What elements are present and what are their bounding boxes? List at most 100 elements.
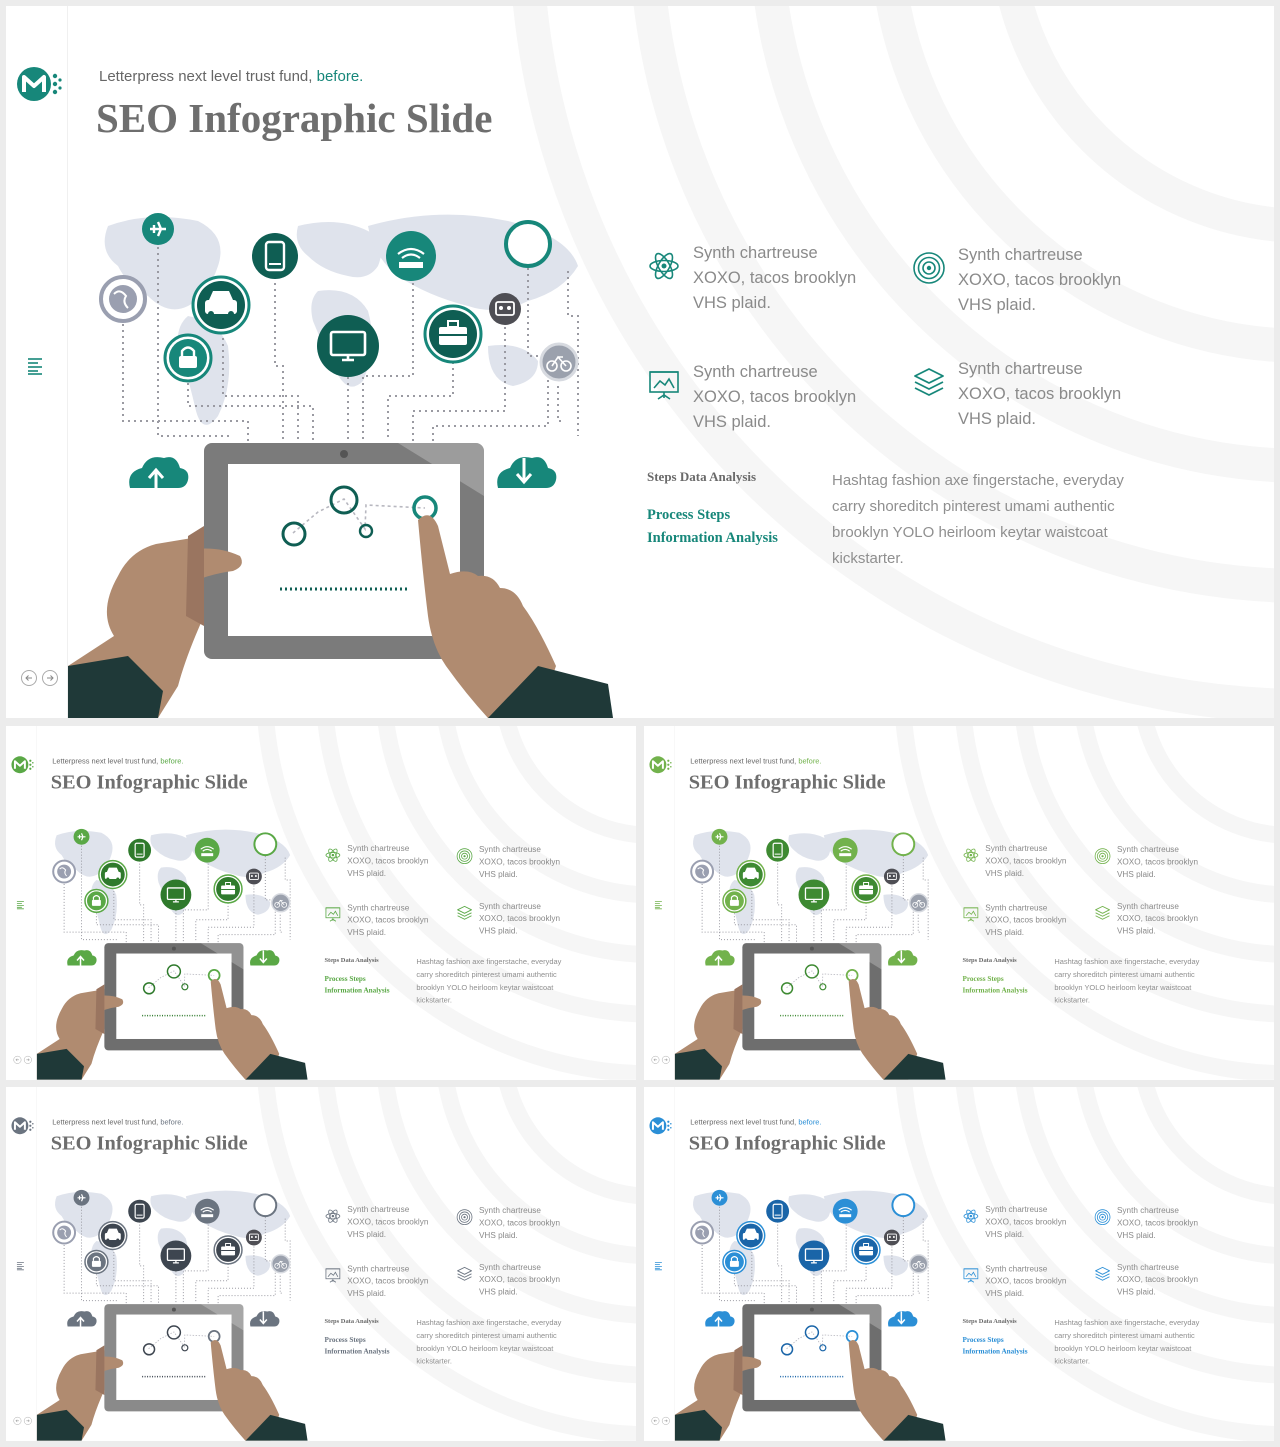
briefcase-icon: [213, 1235, 243, 1265]
connector-lines: [122, 241, 579, 441]
description-paragraph: Hashtag fashion axe fingerstache, everyd…: [416, 1318, 562, 1366]
presentation-board-icon: [963, 907, 979, 922]
router-icon: [832, 837, 858, 863]
steps-subheading: Process Steps Information Analysis: [962, 974, 1028, 995]
mobile-phone-icon: [128, 1199, 152, 1223]
right-hand: [210, 978, 308, 1080]
slide-navigation: [651, 1055, 670, 1064]
tablet-device: [742, 943, 882, 1051]
globe-icon: [690, 1220, 715, 1245]
next-arrow-icon[interactable]: [23, 1055, 32, 1064]
menu-icon[interactable]: [26, 356, 46, 376]
cloud-download-icon: [497, 457, 557, 488]
seo-illustration: [68, 213, 613, 718]
monitor-icon: [160, 879, 192, 911]
atom-icon: [325, 1209, 341, 1223]
steps-subheading: Process Steps Information Analysis: [324, 1335, 390, 1356]
steps-heading: Steps Data Analysis: [647, 469, 757, 484]
cassette-icon: [245, 1229, 262, 1246]
briefcase-icon: [423, 304, 483, 364]
subtitle: Letterpress next level trust fund, befor…: [99, 68, 364, 85]
bicycle-icon: [909, 893, 929, 913]
cloud-download-icon: [888, 1311, 918, 1327]
target-icon: [913, 252, 945, 284]
briefcase-icon: [213, 874, 243, 904]
airplane-icon: [73, 828, 90, 845]
slide-main[interactable]: Letterpress next level trust fund, befor…: [6, 6, 1274, 718]
brand-logo: [649, 1117, 672, 1135]
cassette-icon: [489, 293, 521, 325]
bicycle-icon: [539, 342, 579, 382]
right-hand: [418, 515, 613, 718]
page-title: SEO Infographic Slide: [688, 1131, 886, 1155]
prev-arrow-icon[interactable]: [651, 1416, 660, 1425]
next-arrow-icon[interactable]: [661, 1416, 670, 1425]
empty-ring-icon: [253, 1193, 278, 1218]
subtitle: Letterpress next level trust fund, befor…: [690, 1117, 822, 1127]
next-arrow-icon[interactable]: [42, 670, 58, 686]
prev-arrow-icon[interactable]: [21, 670, 37, 686]
bicycle-icon: [271, 893, 291, 913]
cloud-upload-icon: [705, 1311, 735, 1327]
next-arrow-icon[interactable]: [23, 1416, 32, 1425]
atom-icon: [963, 848, 979, 862]
router-icon: [194, 837, 220, 863]
brand-logo: [11, 756, 34, 774]
description-paragraph: Hashtag fashion axe fingerstache, everyd…: [832, 472, 1124, 567]
target-icon: [456, 848, 473, 865]
slide-navigation: [13, 1416, 32, 1425]
slide-navigation: [651, 1416, 670, 1425]
lock-icon: [722, 1249, 747, 1275]
empty-ring-icon: [504, 220, 552, 268]
next-arrow-icon[interactable]: [661, 1055, 670, 1064]
prev-arrow-icon[interactable]: [13, 1055, 22, 1064]
mobile-phone-icon: [766, 838, 790, 862]
description-paragraph: Hashtag fashion axe fingerstache, everyd…: [1054, 1318, 1200, 1366]
slide-thumbnail-green[interactable]: Letterpress next level trust fund, befor…: [6, 726, 636, 1080]
layers-icon: [1095, 1266, 1110, 1281]
prev-arrow-icon[interactable]: [13, 1416, 22, 1425]
tablet-screen-graph: [780, 1325, 859, 1378]
target-icon: [1094, 1209, 1111, 1226]
cloud-upload-icon: [67, 1311, 97, 1327]
cloud-download-icon: [888, 950, 918, 966]
lock-icon: [84, 1249, 109, 1275]
menu-icon[interactable]: [654, 1261, 664, 1271]
seo-illustration: [674, 1189, 946, 1441]
left-hand: [36, 1345, 124, 1441]
monitor-icon: [317, 315, 379, 377]
slide-thumbnail-blue[interactable]: Letterpress next level trust fund, befor…: [644, 1087, 1274, 1441]
car-icon: [736, 859, 766, 890]
car-icon: [736, 1220, 766, 1251]
cloud-download-icon: [250, 950, 280, 966]
monitor-icon: [798, 879, 830, 911]
tablet-screen-graph: [780, 964, 859, 1017]
empty-ring-icon: [891, 1193, 916, 1218]
menu-icon[interactable]: [654, 900, 664, 910]
airplane-icon: [711, 828, 728, 845]
slide-thumbnail-gray[interactable]: Letterpress next level trust fund, befor…: [6, 1087, 636, 1441]
sidebar: [644, 726, 675, 1080]
slide-thumbnail-green-alt[interactable]: Letterpress next level trust fund, befor…: [644, 726, 1274, 1080]
layers-icon: [457, 1266, 472, 1281]
menu-icon[interactable]: [16, 900, 26, 910]
steps-heading: Steps Data Analysis: [962, 1317, 1017, 1325]
lock-icon: [84, 888, 109, 914]
atom-icon: [649, 252, 679, 280]
prev-arrow-icon[interactable]: [651, 1055, 660, 1064]
presentation-board-icon: [649, 371, 679, 400]
left-hand: [674, 1345, 762, 1441]
layers-icon: [1095, 905, 1110, 920]
menu-icon[interactable]: [16, 1261, 26, 1271]
left-hand: [36, 984, 124, 1080]
tablet-screen-graph: [142, 964, 221, 1017]
